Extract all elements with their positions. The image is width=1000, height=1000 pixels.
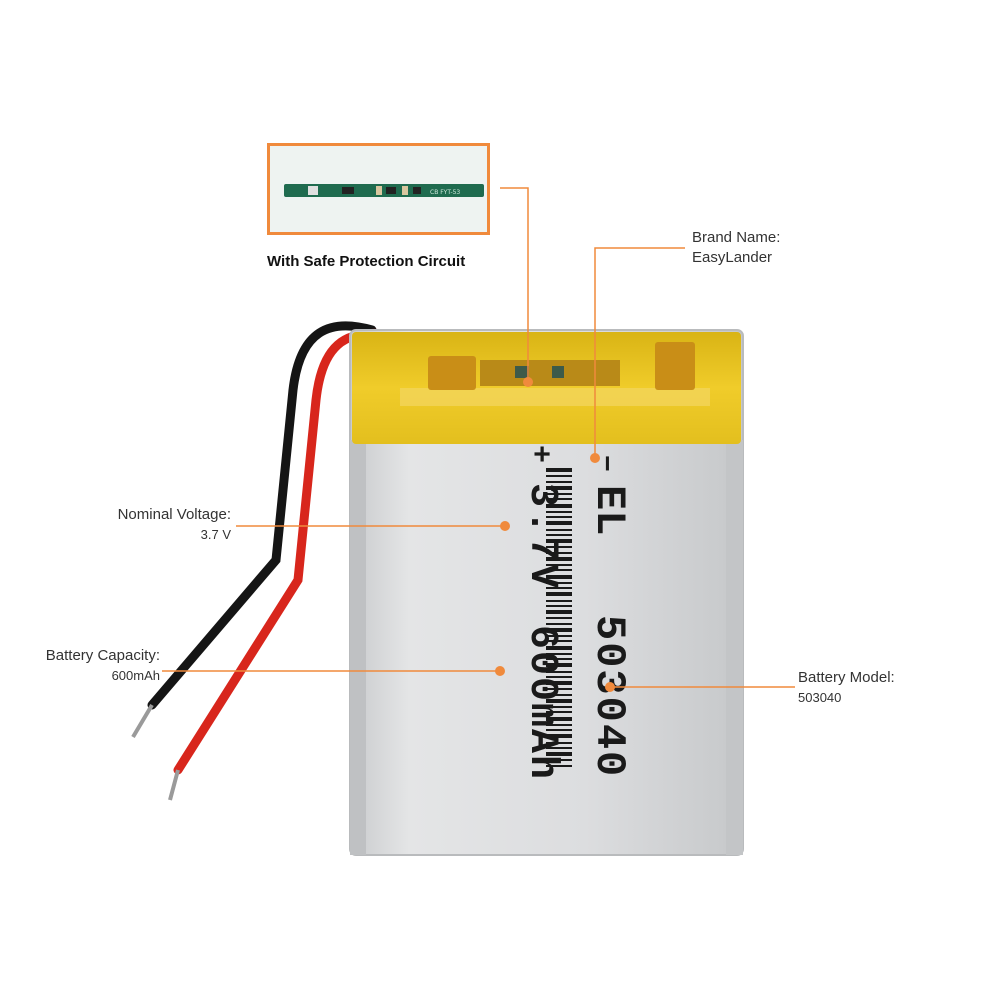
- barcode-bar: [546, 658, 572, 660]
- barcode-bar: [546, 747, 572, 749]
- barcode-bar: [546, 681, 572, 685]
- barcode-bar: [546, 575, 572, 579]
- barcode-bar: [546, 582, 572, 584]
- barcode-bar: [546, 724, 572, 726]
- barcode-bar: [546, 734, 572, 738]
- protection-circuit-inset: CB FYT-53: [267, 143, 490, 235]
- barcode-bar: [546, 635, 572, 637]
- barcode-bar: [546, 676, 572, 678]
- brand-title: Brand Name:: [692, 229, 781, 246]
- black-wire-tip: [131, 703, 154, 739]
- barcode-bar: [546, 587, 572, 589]
- barcode-bar: [546, 617, 572, 619]
- barcode-bar: [546, 592, 572, 596]
- tape-fold: [400, 388, 710, 406]
- dot-model: [605, 682, 615, 692]
- barcode-bar: [546, 557, 572, 561]
- dot-capacity: [495, 666, 505, 676]
- protection-caption: With Safe Protection Circuit: [267, 253, 466, 270]
- lead-wires: [131, 321, 390, 801]
- print-plus: +: [522, 445, 556, 463]
- capacity-label: Battery Capacity: 600mAh: [26, 646, 160, 686]
- barcode-bar: [546, 539, 572, 543]
- print-model: 503040: [585, 615, 633, 778]
- barcode-bar: [546, 653, 572, 655]
- barcode-bar: [546, 671, 572, 673]
- barcode-bar: [546, 759, 572, 761]
- barcode-bar: [546, 529, 572, 531]
- barcode-bar: [546, 729, 572, 731]
- barcode-bar: [546, 600, 572, 602]
- cell-edge-right: [726, 440, 743, 855]
- barcode-bar: [546, 663, 572, 667]
- barcode-bar: [546, 711, 572, 713]
- barcode-bar: [546, 752, 572, 756]
- capacity-title: Battery Capacity:: [45, 647, 160, 664]
- barcode-bar: [546, 610, 572, 614]
- callout-brand: [594, 247, 685, 458]
- dot-protection: [523, 377, 533, 387]
- barcode-bar: [546, 498, 572, 500]
- model-value: 503040: [798, 690, 842, 705]
- brand-label: Brand Name: EasyLander: [692, 228, 780, 268]
- barcode-bar: [546, 717, 572, 721]
- barcode-bar: [546, 640, 572, 642]
- barcode-bar: [546, 504, 572, 508]
- black-wire: [147, 321, 377, 710]
- dot-voltage: [500, 521, 510, 531]
- barcode-bar: [546, 468, 572, 472]
- barcode-bar: [546, 646, 572, 650]
- barcode-bar: [546, 486, 572, 490]
- barcode-bar: [546, 628, 572, 632]
- barcode-bar: [546, 564, 572, 566]
- voltage-label: Nominal Voltage: 3.7 V: [99, 505, 231, 545]
- cell-tab-left: [428, 356, 476, 390]
- barcode-bar: [546, 742, 572, 744]
- print-brand: EL: [585, 485, 633, 535]
- barcode-bar: [546, 493, 572, 495]
- barcode-bar: [546, 706, 572, 708]
- voltage-title: Nominal Voltage:: [117, 506, 231, 523]
- pcb-label: CB FYT-53: [430, 189, 460, 196]
- voltage-value: 3.7 V: [200, 527, 231, 542]
- pcb-chip: [552, 366, 564, 378]
- barcode-bar: [546, 623, 572, 625]
- callout-lines: [162, 187, 795, 688]
- cell-tab-right: [655, 342, 695, 390]
- print-voltage: 3.7V: [519, 483, 564, 591]
- barcode-bar: [546, 552, 572, 554]
- barcode-bars: [546, 468, 572, 767]
- pcb-image: CB FYT-53: [284, 184, 484, 197]
- callout-dots: [495, 377, 615, 692]
- barcode-bar: [546, 694, 572, 696]
- model-label: Battery Model: 503040: [798, 668, 895, 708]
- pcb-chip: [515, 366, 529, 378]
- barcode-bar: [546, 516, 572, 518]
- callout-protection: [500, 187, 529, 382]
- barcode-bar: [546, 569, 572, 571]
- barcode-bar: [546, 699, 572, 703]
- barcode-bar: [546, 481, 572, 483]
- barcode-bar: [546, 511, 572, 513]
- barcode-bar: [546, 765, 572, 767]
- cell-edge-left: [350, 440, 366, 855]
- capacity-value: 600mAh: [111, 668, 160, 683]
- model-title: Battery Model:: [798, 669, 895, 686]
- dot-brand: [590, 453, 600, 463]
- pcb-strip: [480, 360, 620, 386]
- barcode-bar: [546, 605, 572, 607]
- red-wire-tip: [168, 769, 180, 801]
- barcode-bar: [546, 688, 572, 690]
- barcode-bar: [546, 521, 572, 525]
- barcode-bar: [546, 534, 572, 536]
- brand-value: EasyLander: [692, 249, 773, 266]
- barcode-bar: [546, 546, 572, 548]
- barcode-bar: [546, 475, 572, 477]
